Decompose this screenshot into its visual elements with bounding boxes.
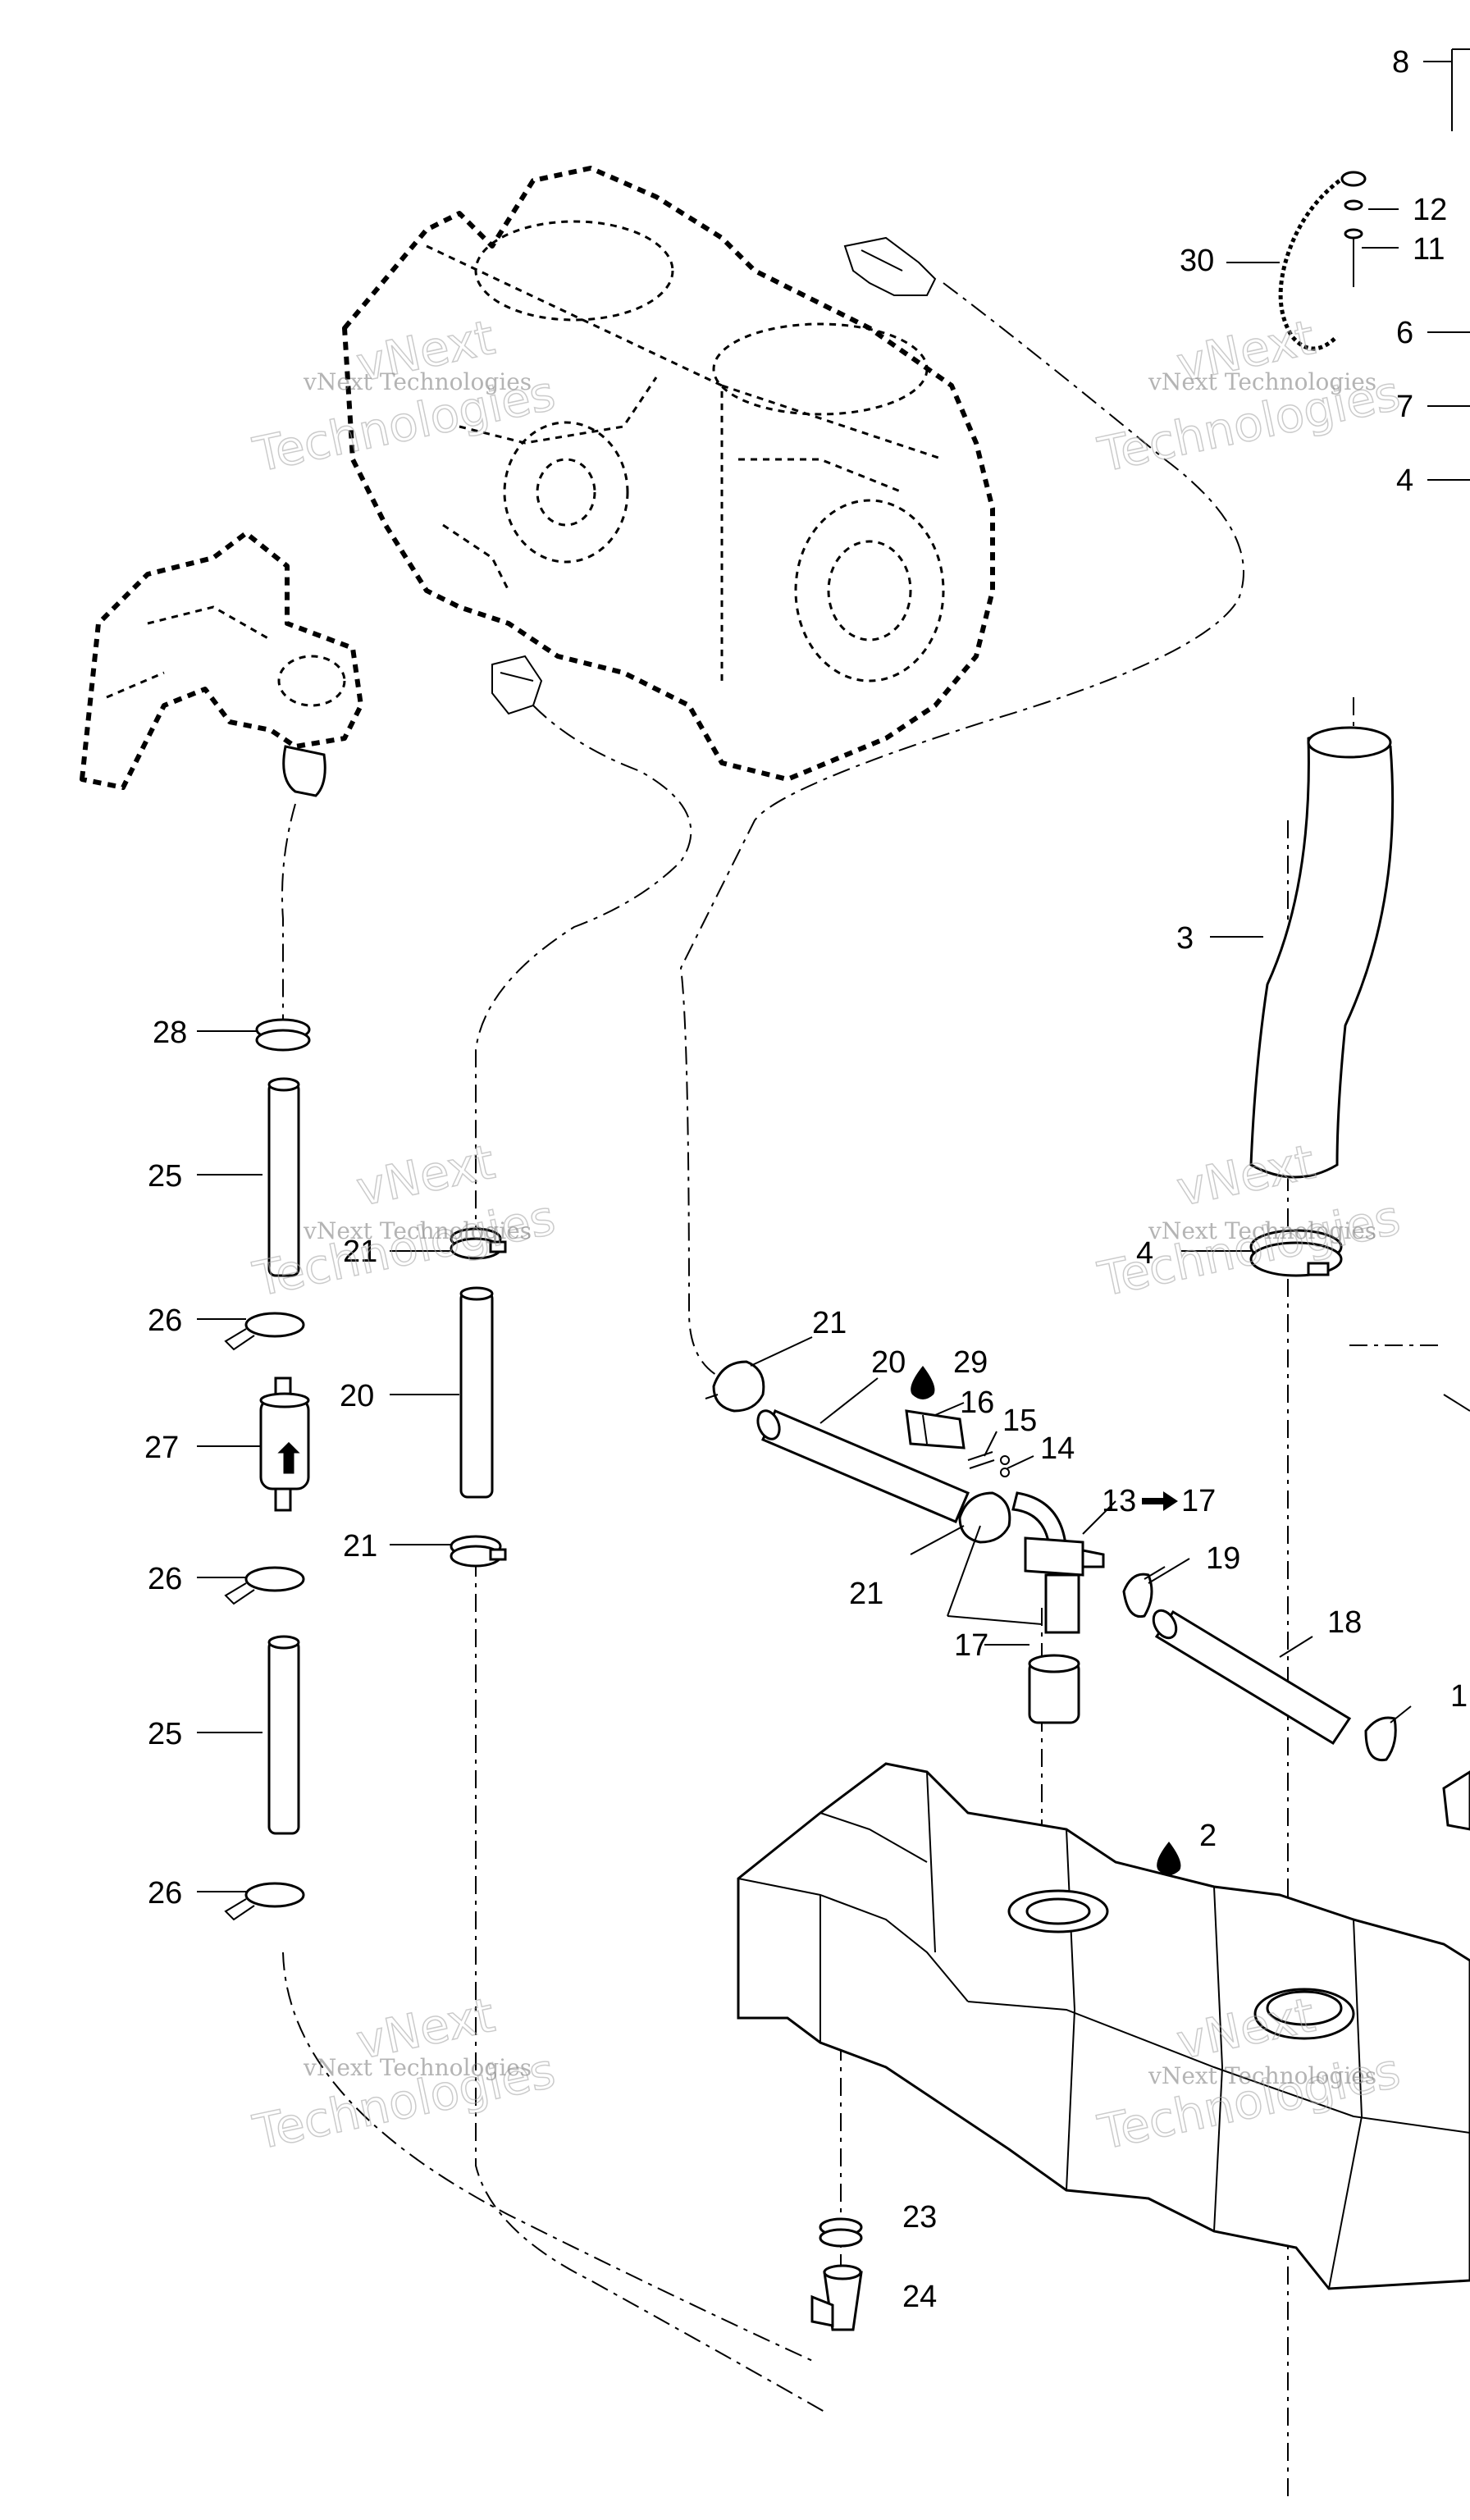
callout-3: 3 — [1176, 921, 1194, 956]
watermark-text: vNext Technologies — [303, 1217, 532, 1244]
clamp-28 — [255, 1018, 311, 1052]
pump-outlet-fitting — [282, 745, 326, 797]
liquid-drop-icon — [911, 1366, 935, 1399]
callout-21-left-upper: 21 — [343, 1235, 377, 1269]
clamp-26-b — [224, 1566, 305, 1605]
clamp-26-a — [224, 1312, 305, 1351]
callout-16: 16 — [960, 1386, 994, 1420]
washer-12 — [1340, 171, 1367, 211]
clamp-21-d — [958, 1491, 1011, 1544]
callout-13-17: 17 — [1181, 1484, 1216, 1518]
callout-18: 18 — [1327, 1605, 1362, 1640]
fuel-pump-ghost-outline — [80, 531, 363, 790]
callout-12: 12 — [1413, 193, 1447, 227]
callout-26-b: 26 — [148, 1562, 182, 1596]
fuel-tank — [737, 1762, 1470, 2290]
callout-2: 2 — [1199, 1819, 1217, 1853]
watermark-text: Technologies — [1093, 1189, 1405, 1308]
hose-20-center — [756, 1409, 970, 1523]
callout-7: 7 — [1396, 390, 1413, 424]
callout-6: 6 — [1396, 316, 1413, 350]
connector-16 — [905, 1409, 966, 1449]
hose-25-upper — [267, 1077, 300, 1277]
arrow-right-icon — [1142, 1491, 1178, 1511]
watermark-text: vNext Technologies — [303, 2054, 532, 2081]
callout-8: 8 — [1392, 45, 1409, 80]
hose-18 — [1152, 1609, 1352, 1746]
callout-20-center: 20 — [871, 1345, 906, 1380]
watermark-mid-right: Technologies vNext vNext Technologies — [1093, 1133, 1405, 1308]
fuel-filter-27 — [259, 1376, 310, 1512]
callout-19: 19 — [1206, 1541, 1240, 1576]
callout-labels: 8 12 11 30 6 7 4 3 4 28 25 21 26 20 27 2… — [144, 45, 1468, 2314]
callout-24: 24 — [902, 2280, 937, 2314]
callout-30: 30 — [1180, 244, 1214, 278]
callout-20-left: 20 — [340, 1379, 374, 1413]
watermark-text: vNext Technologies — [303, 368, 532, 395]
liquid-drop-icon — [1157, 1842, 1181, 1875]
watermark-top-left: Technologies vNext vNext Technologies — [248, 308, 560, 483]
clamp-21-c — [705, 1360, 765, 1413]
callout-14: 14 — [1040, 1431, 1075, 1466]
callout-11: 11 — [1413, 232, 1445, 267]
screw-11 — [1344, 228, 1363, 287]
callout-25-lower: 25 — [148, 1717, 182, 1751]
callout-15: 15 — [1002, 1404, 1037, 1438]
callout-21-left-lower: 21 — [343, 1529, 377, 1564]
clamp-4-lower — [1249, 1229, 1343, 1277]
filler-neck-hose — [1249, 697, 1395, 1179]
watermark-top-right: Technologies vNext vNext Technologies — [1093, 308, 1405, 483]
callout-4-upper: 4 — [1396, 463, 1413, 498]
callout-28: 28 — [153, 1016, 187, 1050]
watermark-text: vNext Technologies — [1148, 1217, 1376, 1244]
clamp-26-c — [224, 1882, 305, 1921]
tee-fitting-13 — [1011, 1491, 1105, 1634]
callout-26-c: 26 — [148, 1876, 182, 1911]
fuel-pickup-17 — [1028, 1654, 1080, 1724]
clamp-1-right — [1364, 1705, 1412, 1762]
callout-21-center-lower: 21 — [849, 1577, 883, 1611]
callout-26-a: 26 — [148, 1303, 182, 1338]
leader-lines — [197, 61, 1470, 1892]
fitting-upper-engine — [843, 236, 937, 296]
callout-13: 13 — [1102, 1484, 1136, 1518]
clamp-21-a — [450, 1227, 507, 1260]
callout-1: 1 — [1450, 1679, 1468, 1714]
watermark-text: vNext Technologies — [1148, 2062, 1376, 2089]
clamp-19 — [1122, 1566, 1166, 1618]
clamp-21-b — [450, 1535, 507, 1568]
callout-27: 27 — [144, 1431, 179, 1465]
hose-25-lower — [267, 1635, 300, 1835]
fitting-lower-engine — [491, 655, 543, 715]
hose-20-left — [459, 1286, 494, 1499]
grommet-23 — [819, 2217, 863, 2248]
engine-ghost-outline — [342, 166, 995, 782]
callout-29: 29 — [953, 1345, 988, 1380]
callout-23: 23 — [902, 2200, 937, 2235]
callout-4-lower: 4 — [1136, 1236, 1153, 1271]
watermark-text: vNext — [1172, 1134, 1320, 1217]
callout-21-center-upper: 21 — [812, 1306, 847, 1340]
callout-17: 17 — [954, 1628, 988, 1663]
watermark-text: vNext Technologies — [1148, 368, 1376, 395]
callout-25-upper: 25 — [148, 1159, 182, 1194]
small-parts-14-15 — [967, 1451, 1010, 1477]
outlet-fitting-24 — [810, 2264, 863, 2331]
right-edge-partial-parts — [1442, 48, 1470, 1831]
